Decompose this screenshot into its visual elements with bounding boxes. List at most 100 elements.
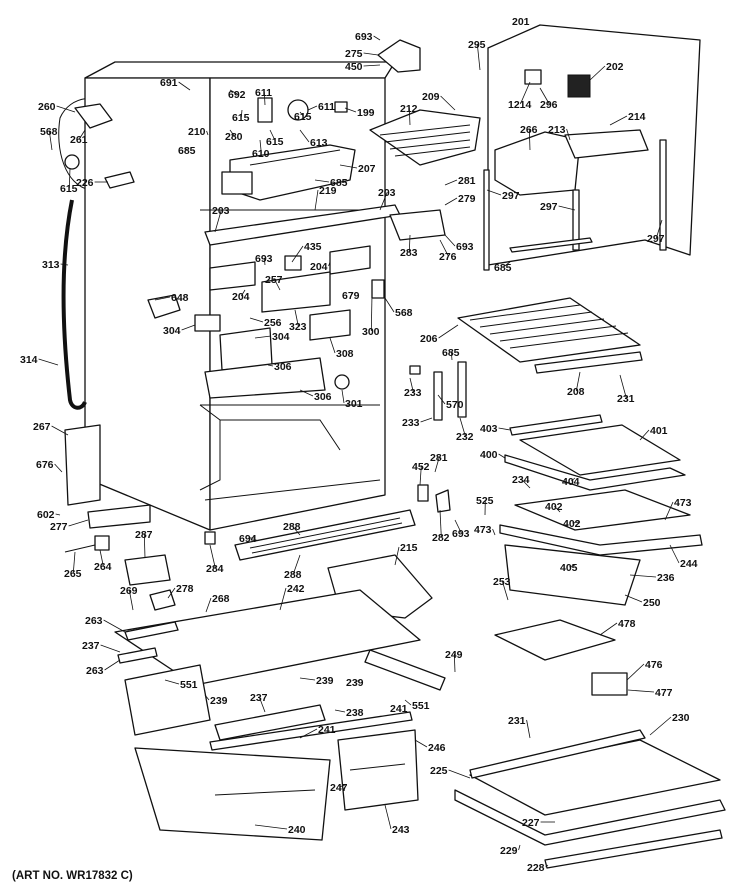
shelf-rail-left	[483, 169, 490, 271]
callout-685: 685	[330, 177, 348, 189]
callout-300: 300	[362, 326, 380, 338]
hinge-283	[389, 209, 446, 241]
leader-281	[434, 456, 440, 473]
callout-253: 253	[493, 576, 511, 588]
leader-570	[437, 394, 446, 405]
callout-288: 288	[283, 521, 301, 533]
bottom-grille	[234, 509, 416, 561]
leader-288	[292, 554, 301, 575]
leader-199	[344, 107, 357, 113]
callout-210: 210	[188, 126, 206, 138]
callout-611: 611	[255, 87, 272, 99]
side-panel	[64, 424, 101, 506]
leader-611	[263, 91, 266, 106]
frame-229	[454, 789, 726, 846]
leader-281	[444, 179, 458, 186]
callout-212: 212	[400, 103, 418, 115]
callout-209: 209	[422, 91, 440, 103]
callout-685: 685	[178, 145, 196, 157]
leader-648	[154, 296, 171, 301]
callout-234: 234	[512, 474, 530, 486]
leader-685	[314, 179, 330, 183]
thermostat-304	[194, 314, 221, 332]
leader-283	[408, 234, 411, 253]
callout-244: 244	[680, 558, 698, 570]
leader-269	[128, 589, 134, 611]
leader-676	[54, 463, 63, 473]
callout-301: 301	[345, 398, 363, 410]
callout-236: 236	[657, 572, 675, 584]
callout-284: 284	[206, 563, 224, 575]
drain-tube	[61, 199, 87, 410]
leader-304	[254, 335, 272, 339]
leader-296	[539, 87, 550, 105]
leader-611	[307, 105, 318, 111]
leader-314	[38, 358, 59, 366]
leader-610	[259, 139, 262, 154]
callout-400: 400	[480, 449, 498, 461]
callout-473: 473	[674, 497, 692, 509]
callout-679: 679	[342, 290, 360, 302]
callout-240: 240	[288, 824, 306, 836]
callout-478: 478	[618, 618, 636, 630]
leader-452	[419, 465, 422, 486]
callout-263: 263	[85, 615, 103, 627]
leader-691	[178, 81, 191, 91]
callout-685: 685	[494, 262, 512, 274]
leader-203	[214, 209, 222, 233]
callout-201: 201	[512, 16, 530, 28]
leader-253	[501, 580, 509, 601]
crisper-240	[134, 747, 331, 841]
leader-233	[409, 377, 414, 393]
callout-613: 613	[310, 137, 328, 149]
leader-473	[664, 501, 674, 521]
leader-279	[444, 197, 458, 206]
leader-207	[339, 164, 358, 169]
callout-288: 288	[284, 569, 302, 581]
trim-228	[544, 829, 723, 869]
shelf-rod	[509, 237, 593, 253]
callout-281: 281	[430, 452, 448, 464]
hinge-287	[124, 554, 171, 586]
callout-693: 693	[452, 528, 470, 540]
leader-202	[589, 65, 606, 81]
drain-cap-315	[64, 154, 80, 170]
leader-404	[571, 477, 576, 482]
leader-215	[394, 546, 400, 566]
leader-246	[414, 739, 428, 748]
glass-shelf-230	[469, 739, 721, 816]
leader-231	[619, 374, 627, 399]
callout-239: 239	[346, 677, 364, 689]
fitting-278	[149, 589, 176, 611]
callout-202: 202	[606, 61, 624, 73]
leader-615	[299, 111, 304, 117]
callout-282: 282	[432, 532, 450, 544]
leader-265	[72, 551, 76, 574]
callout-261: 261	[70, 134, 88, 146]
light-housing	[219, 327, 273, 371]
leader-236	[629, 574, 657, 578]
callout-611: 611	[318, 101, 335, 113]
leader-261	[78, 129, 86, 140]
callout-204: 204	[232, 291, 250, 303]
callout-685: 685	[442, 347, 460, 359]
leader-231	[526, 719, 531, 739]
drain-226	[104, 171, 135, 189]
callout-266: 266	[520, 124, 538, 136]
callout-238: 238	[346, 707, 364, 719]
callout-477: 477	[655, 687, 673, 699]
leader-402	[572, 521, 581, 524]
leader-306	[299, 389, 314, 397]
leader-568	[384, 297, 395, 313]
leader-304	[181, 324, 196, 331]
callout-450: 450	[345, 61, 363, 73]
callout-283: 283	[400, 247, 418, 259]
callout-693: 693	[255, 253, 273, 265]
leader-403	[498, 427, 511, 431]
callout-615: 615	[232, 112, 250, 124]
leader-478	[599, 622, 618, 636]
leader-685	[184, 147, 188, 151]
rail-231	[469, 729, 646, 779]
shelf-rail-right	[659, 139, 667, 251]
leader-212	[408, 107, 411, 126]
